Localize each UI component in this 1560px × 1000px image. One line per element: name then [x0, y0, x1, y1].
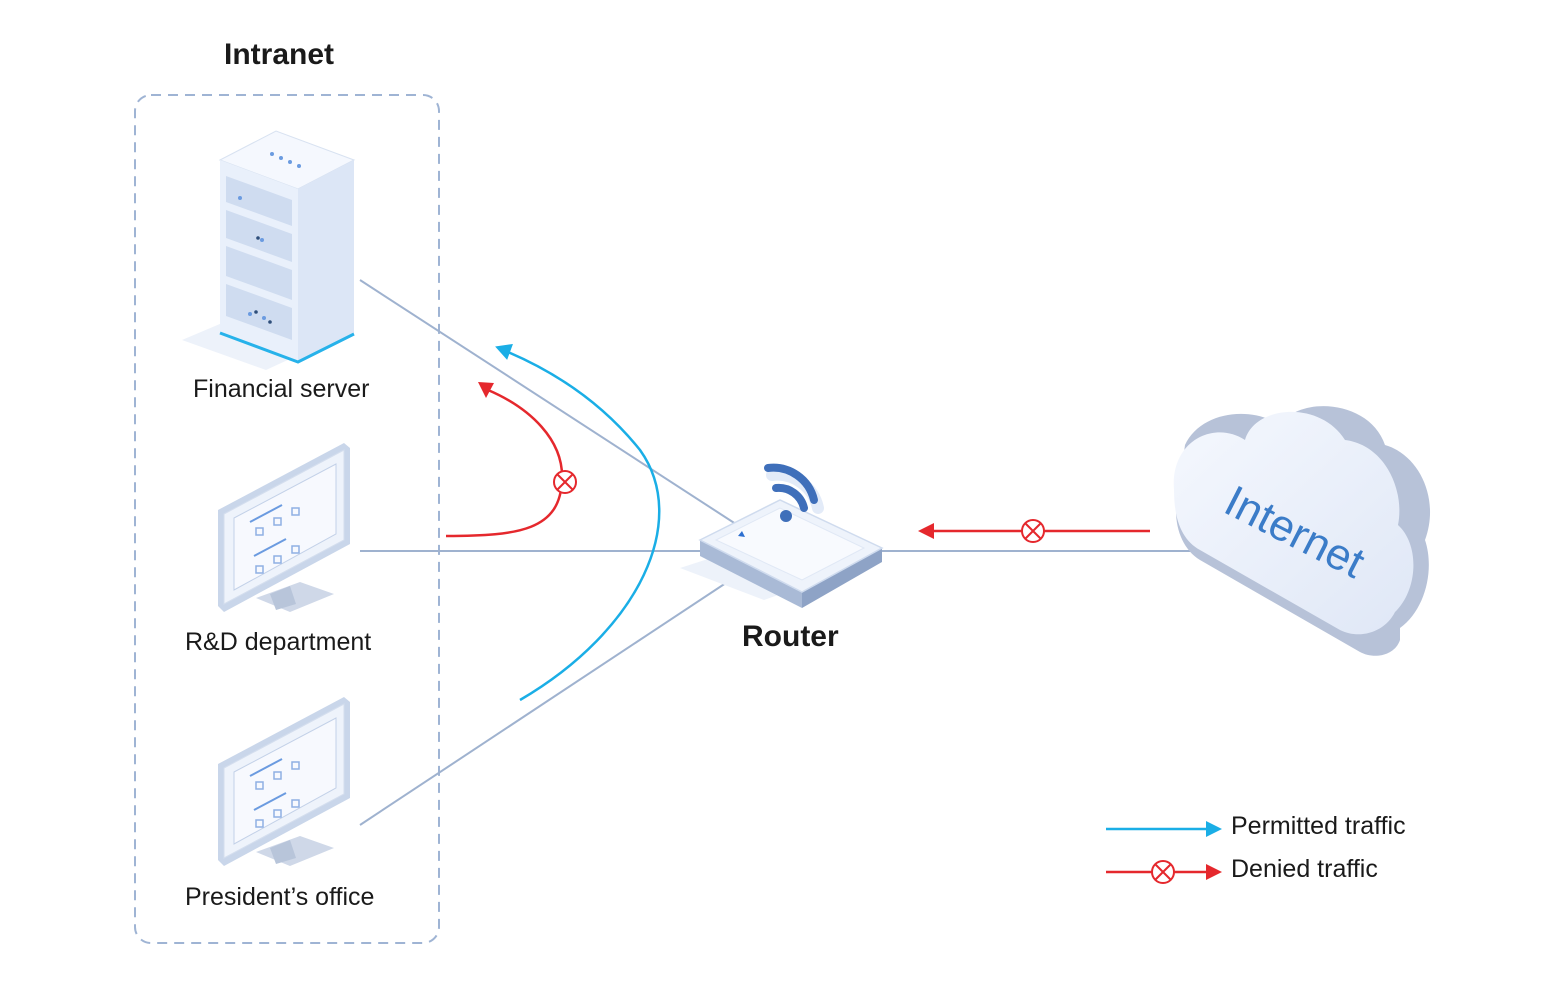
legend-denied-symbol: [1106, 860, 1222, 884]
intranet-title: Intranet: [224, 38, 335, 71]
cloud-icon: [1173, 406, 1431, 656]
link-president-router: [359, 574, 739, 826]
denied-traffic-path: [445, 382, 577, 538]
legend-denied-label: Denied traffic: [1231, 855, 1378, 883]
computer-icon: [218, 697, 350, 866]
deny-icon: [1021, 519, 1045, 543]
network-links: [359, 279, 1205, 826]
device-label-presidents-office: President’s office: [185, 883, 375, 911]
router-icon: [680, 499, 884, 608]
server-icon: [182, 130, 356, 370]
device-label-financial-server: Financial server: [193, 375, 370, 403]
intranet-boundary: [134, 94, 440, 944]
deny-icon: [1151, 860, 1175, 884]
denied-traffic-internet: [918, 519, 1150, 543]
deny-icon: [553, 470, 577, 494]
wifi-icon: [764, 463, 824, 522]
legend-permitted-label: Permitted traffic: [1231, 812, 1406, 840]
link-server-router: [359, 279, 743, 529]
computer-icon: [218, 443, 350, 612]
legend-permitted-symbol: [1106, 821, 1222, 837]
permitted-traffic-path: [495, 343, 661, 702]
device-label-rnd-department: R&D department: [185, 628, 372, 656]
router-label: Router: [742, 620, 839, 653]
